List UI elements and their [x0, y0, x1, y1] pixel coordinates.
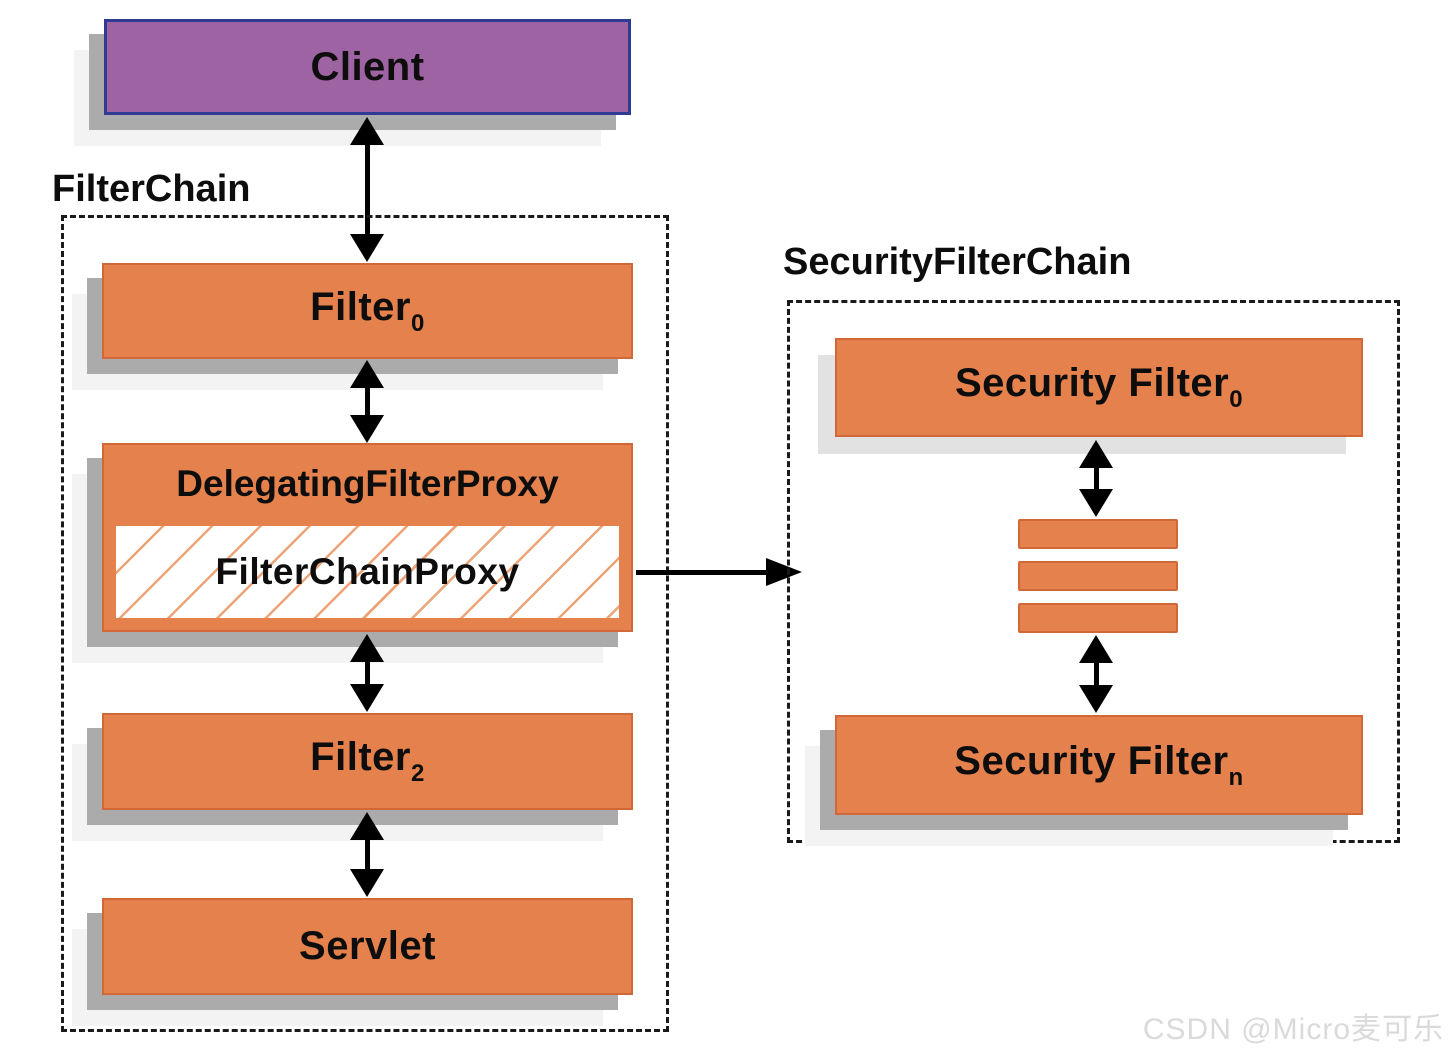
arrowhead-down-icon: [1079, 489, 1113, 517]
arrow-stem: [1093, 663, 1099, 685]
arrow-stem: [1093, 468, 1099, 489]
security-filter0-subscript: 0: [1229, 385, 1244, 413]
filter2-box: Filter2: [102, 713, 633, 810]
filter0-base-text: Filter: [310, 284, 411, 329]
security-filter0-base-text: Security Filter: [954, 361, 1230, 406]
watermark: CSDN @Micro麦可乐: [1142, 1013, 1444, 1046]
security-filter0-label: Security Filter0: [955, 361, 1243, 414]
arrowhead-up-icon: [1079, 635, 1113, 663]
security-filtern-subscript: n: [1228, 763, 1244, 791]
arrow-stem: [364, 840, 370, 869]
arrowhead-down-icon: [350, 684, 384, 712]
security-filtern-label: Security Filtern: [954, 739, 1243, 792]
arrowhead-right-icon: [766, 558, 802, 586]
arrow-proxy-filter2: [350, 634, 384, 712]
servlet-label: Servlet: [299, 924, 436, 968]
filter0-box: Filter0: [102, 263, 633, 359]
arrow-client-filter0: [350, 117, 384, 262]
arrowhead-down-icon: [1079, 685, 1113, 713]
ellipsis-bar-1: [1018, 519, 1178, 549]
filter0-label: Filter0: [310, 285, 425, 338]
arrow-stem: [364, 388, 370, 415]
arrow-proxy-to-securitychain-stem: [636, 570, 768, 575]
arrowhead-up-icon: [1079, 440, 1113, 468]
arrow-filter2-servlet: [350, 812, 384, 897]
security-filter0-box: Security Filter0: [835, 338, 1363, 437]
securityfilterchain-dashed-box: [787, 300, 1400, 843]
arrowhead-up-icon: [350, 360, 384, 388]
arrowhead-up-icon: [350, 812, 384, 840]
client-box: Client: [104, 19, 631, 115]
filter0-subscript: 0: [410, 309, 425, 337]
filter2-label: Filter2: [310, 735, 425, 788]
servlet-box: Servlet: [102, 898, 633, 995]
securityfilterchain-label: SecurityFilterChain: [783, 241, 1132, 283]
arrow-filter0-delegating: [350, 360, 384, 443]
arrowhead-down-icon: [350, 234, 384, 262]
ellipsis-bar-3: [1018, 603, 1178, 633]
filter2-base-text: Filter: [310, 735, 411, 780]
arrowhead-up-icon: [350, 634, 384, 662]
filter2-subscript: 2: [410, 759, 425, 787]
arrow-bars-securityfiltern: [1079, 635, 1113, 713]
client-label: Client: [310, 44, 425, 89]
delegating-filter-proxy-box: DelegatingFilterProxy FilterChainProxy: [102, 443, 633, 632]
filterchain-label: FilterChain: [52, 168, 251, 210]
filter-chain-proxy-label: FilterChainProxy: [215, 551, 520, 592]
arrowhead-down-icon: [350, 415, 384, 443]
ellipsis-bar-2: [1018, 561, 1178, 591]
delegating-filter-proxy-label: DelegatingFilterProxy: [176, 463, 559, 504]
arrow-stem: [364, 145, 370, 234]
security-filtern-box: Security Filtern: [835, 715, 1363, 815]
arrowhead-up-icon: [350, 117, 384, 145]
arrow-securityfilter0-bars: [1079, 440, 1113, 517]
security-filtern-base-text: Security Filter: [954, 738, 1229, 783]
arrow-stem: [364, 662, 370, 684]
filter-chain-proxy-box: FilterChainProxy: [113, 523, 622, 621]
arrowhead-down-icon: [350, 869, 384, 897]
filterchain-dashed-box: [61, 215, 669, 1032]
